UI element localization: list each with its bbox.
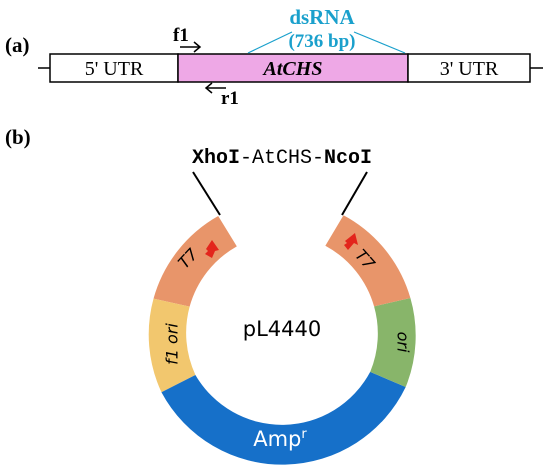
f1-ori-label: f1 ori: [163, 323, 182, 365]
dsrna-length: (736 bp): [288, 31, 355, 52]
segment-amp: [161, 371, 406, 465]
primer-r1-label: r1: [221, 88, 239, 109]
t7-left-arrow: [205, 240, 219, 258]
primer-r1-arrow: [204, 82, 226, 94]
panel-a-label: (a): [5, 33, 30, 57]
insert-label: XhoI-AtCHS-NcoI: [192, 147, 372, 170]
segment-t7-left: [153, 216, 237, 307]
amp-label-main: Amp: [253, 427, 301, 451]
xhoi-site: XhoI: [192, 147, 240, 170]
panel-a: (a) 5' UTR AtCHS 3' UTR dsRNA (736 bp) f…: [5, 5, 543, 109]
insert-line-right: [341, 171, 368, 216]
ncoi-site: NcoI: [324, 147, 372, 170]
dsrna-bracket-right: [353, 31, 406, 54]
segment-t7-right: [325, 215, 411, 307]
plasmid-map: [148, 215, 416, 465]
segment-f1-ori: [148, 298, 196, 393]
segment-ori: [370, 298, 416, 388]
utr3-label: 3' UTR: [440, 58, 499, 80]
primer-f1-arrow: [180, 41, 202, 53]
panel-b: (b) XhoI-AtCHS-NcoI T7 T7 f1 ori ori: [5, 125, 416, 465]
gene-label: AtCHS: [262, 58, 323, 80]
amp-label: Ampr: [253, 427, 307, 451]
amp-label-superscript: r: [301, 427, 307, 442]
utr3-box: [407, 53, 531, 83]
insert-separator-left: -: [240, 147, 252, 170]
panel-b-label: (b): [5, 125, 31, 149]
utr5-label: 5' UTR: [85, 58, 144, 80]
ori-label: ori: [394, 332, 413, 353]
insert-separator-right: -: [312, 147, 324, 170]
t7-right-arrow: [344, 233, 358, 250]
plasmid-name: pL4440: [243, 317, 321, 341]
dsrna-title: dsRNA: [289, 5, 355, 29]
insert-gene: AtCHS: [252, 147, 312, 170]
primer-f1-label: f1: [173, 25, 189, 46]
insert-line-left: [192, 171, 221, 216]
dsrna-bracket-left: [247, 31, 293, 54]
